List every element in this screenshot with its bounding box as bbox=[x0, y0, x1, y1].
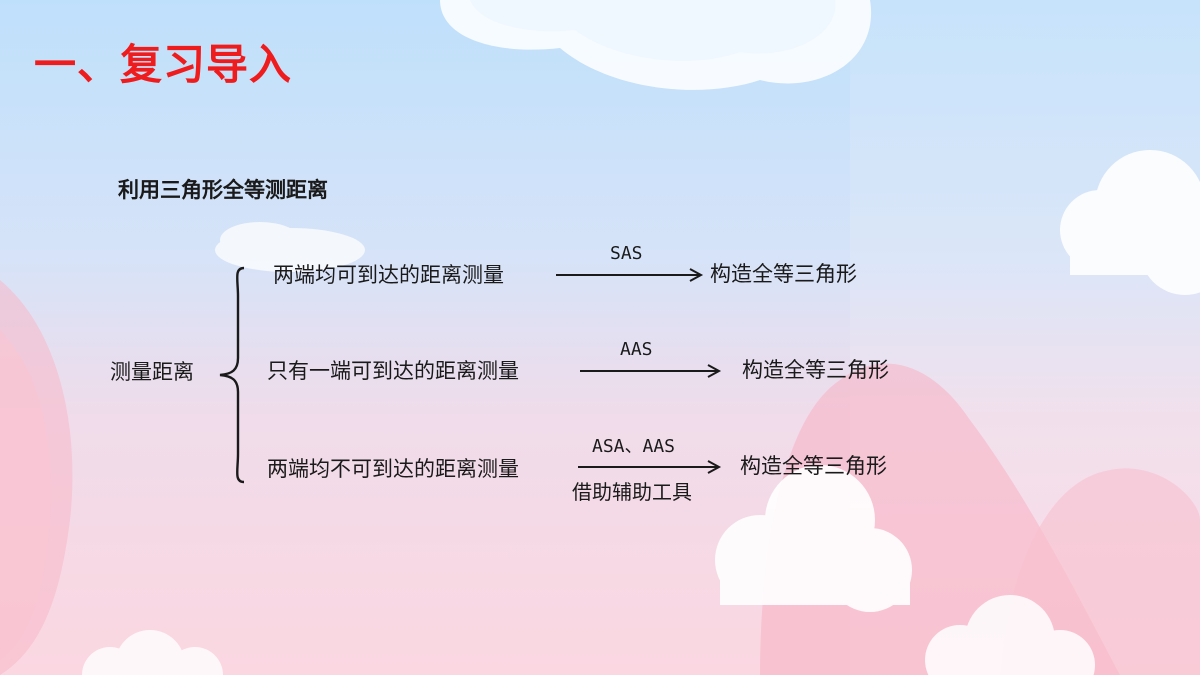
branch-note-3: 借助辅助工具 bbox=[572, 480, 692, 504]
arrow-icon-1 bbox=[556, 268, 704, 282]
root-label: 测量距离 bbox=[110, 360, 194, 384]
slide-subtitle: 利用三角形全等测距离 bbox=[118, 178, 328, 202]
branch-case-1: 两端均可到达的距离测量 bbox=[273, 263, 504, 287]
branch-result-3: 构造全等三角形 bbox=[740, 454, 887, 478]
curly-brace bbox=[219, 266, 245, 484]
slide-title: 一、复习导入 bbox=[34, 40, 293, 89]
branch-case-2: 只有一端可到达的距离测量 bbox=[267, 359, 519, 383]
branch-result-2: 构造全等三角形 bbox=[742, 358, 889, 382]
branch-result-1: 构造全等三角形 bbox=[710, 262, 857, 286]
branch-criterion-1: SAS bbox=[610, 243, 643, 264]
arrow-icon-3 bbox=[578, 460, 722, 474]
branch-criterion-2: AAS bbox=[620, 339, 653, 360]
branch-case-3: 两端均不可到达的距离测量 bbox=[267, 457, 519, 481]
branch-criterion-3: ASA、AAS bbox=[592, 436, 676, 457]
arrow-icon-2 bbox=[580, 364, 722, 378]
